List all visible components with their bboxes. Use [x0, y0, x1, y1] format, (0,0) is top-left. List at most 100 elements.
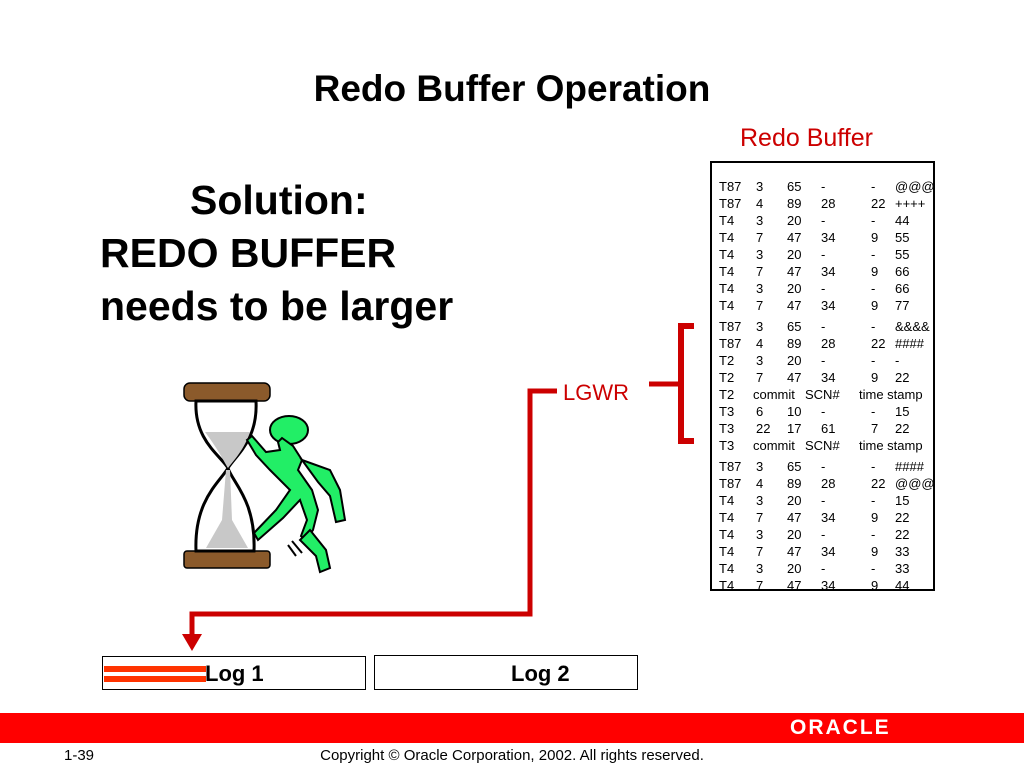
buffer-cell: &&&&: [895, 319, 930, 334]
lgwr-label: LGWR: [563, 380, 629, 405]
buffer-cell: 4: [756, 336, 764, 351]
buffer-cell: 3: [756, 493, 764, 508]
buffer-cell: 15: [895, 404, 910, 419]
buffer-cell: 3: [756, 459, 764, 474]
buffer-cell: 34: [821, 578, 836, 593]
buffer-cell: 3: [756, 353, 764, 368]
buffer-cell: 89: [787, 476, 802, 491]
solution-line-1: Solution:: [190, 177, 368, 223]
buffer-cell: 47: [787, 578, 802, 593]
buffer-cell: 22: [895, 527, 910, 542]
buffer-cell: 47: [787, 510, 802, 525]
buffer-cell: 9: [871, 230, 879, 245]
buffer-cell: 20: [787, 353, 802, 368]
buffer-cell: 9: [871, 264, 879, 279]
buffer-cell: 3: [756, 179, 764, 194]
footer-bar: [0, 713, 1024, 743]
buffer-cell: 47: [787, 264, 802, 279]
buffer-cell: -: [871, 561, 876, 576]
buffer-cell: @@@: [895, 476, 935, 491]
buffer-cell: 34: [821, 510, 836, 525]
oracle-logo: ORACLE: [790, 716, 891, 739]
buffer-cell: 3: [756, 527, 764, 542]
buffer-cell: -: [871, 459, 876, 474]
buffer-cell: -: [821, 179, 826, 194]
buffer-cell: T3: [719, 438, 735, 453]
buffer-cell: ####: [895, 459, 924, 474]
buffer-cell: T4: [719, 527, 735, 542]
buffer-cell: -: [821, 527, 826, 542]
buffer-cell: 20: [787, 213, 802, 228]
log-2-label: Log 2: [511, 661, 570, 686]
buffer-cell: 9: [871, 298, 879, 313]
buffer-cell: T4: [719, 213, 735, 228]
buffer-cell: -: [895, 353, 900, 368]
buffer-cell: T4: [719, 298, 735, 313]
buffer-cell: 9: [871, 544, 879, 559]
buffer-cell: 7: [756, 578, 764, 593]
buffer-cell: -: [821, 561, 826, 576]
buffer-cell: -: [871, 247, 876, 262]
buffer-cell: SCN#: [805, 387, 840, 402]
buffer-cell: T4: [719, 561, 735, 576]
buffer-cell: T4: [719, 578, 735, 593]
log-1-box: [102, 656, 366, 690]
buffer-cell: T4: [719, 281, 735, 296]
buffer-cell: 47: [787, 298, 802, 313]
buffer-cell: 20: [787, 281, 802, 296]
buffer-cell: -: [821, 493, 826, 508]
buffer-cell: time stamp: [859, 387, 923, 402]
buffer-cell: 34: [821, 230, 836, 245]
lgwr-bracket: [678, 323, 694, 444]
buffer-cell: 34: [821, 370, 836, 385]
buffer-cell: 77: [895, 298, 910, 313]
buffer-cell: T2: [719, 370, 735, 385]
buffer-cell: -: [871, 179, 876, 194]
buffer-cell: 3: [756, 247, 764, 262]
buffer-cell: 6: [756, 404, 764, 419]
buffer-cell: 55: [895, 247, 910, 262]
buffer-cell: -: [871, 213, 876, 228]
buffer-cell: T3: [719, 421, 735, 436]
solution-line-3: needs to be larger: [100, 283, 454, 329]
buffer-cell: -: [871, 404, 876, 419]
buffer-cell: 66: [895, 264, 910, 279]
buffer-cell: T4: [719, 493, 735, 508]
buffer-cell: 65: [787, 319, 802, 334]
buffer-cell: ####: [895, 336, 924, 351]
buffer-cell: 10: [787, 404, 802, 419]
buffer-cell: ++++: [895, 196, 926, 211]
buffer-cell: T4: [719, 230, 735, 245]
solution-line-2: REDO BUFFER: [100, 230, 397, 276]
buffer-cell: 20: [787, 493, 802, 508]
buffer-cell: -: [871, 353, 876, 368]
buffer-cell: 22: [895, 370, 910, 385]
buffer-cell: commit: [753, 438, 795, 453]
buffer-cell: T87: [719, 459, 742, 474]
buffer-cell: T87: [719, 179, 742, 194]
buffer-cell: time stamp: [859, 438, 923, 453]
buffer-cell: -: [871, 493, 876, 508]
buffer-cell: 34: [821, 298, 836, 313]
solution-text: Solution: REDO BUFFER needs to be larger: [100, 174, 540, 333]
log-1-label: Log 1: [205, 661, 264, 686]
buffer-cell: 47: [787, 230, 802, 245]
buffer-cell: 33: [895, 561, 910, 576]
buffer-cell: 20: [787, 247, 802, 262]
buffer-cell: 22: [895, 421, 910, 436]
buffer-cell: T4: [719, 544, 735, 559]
